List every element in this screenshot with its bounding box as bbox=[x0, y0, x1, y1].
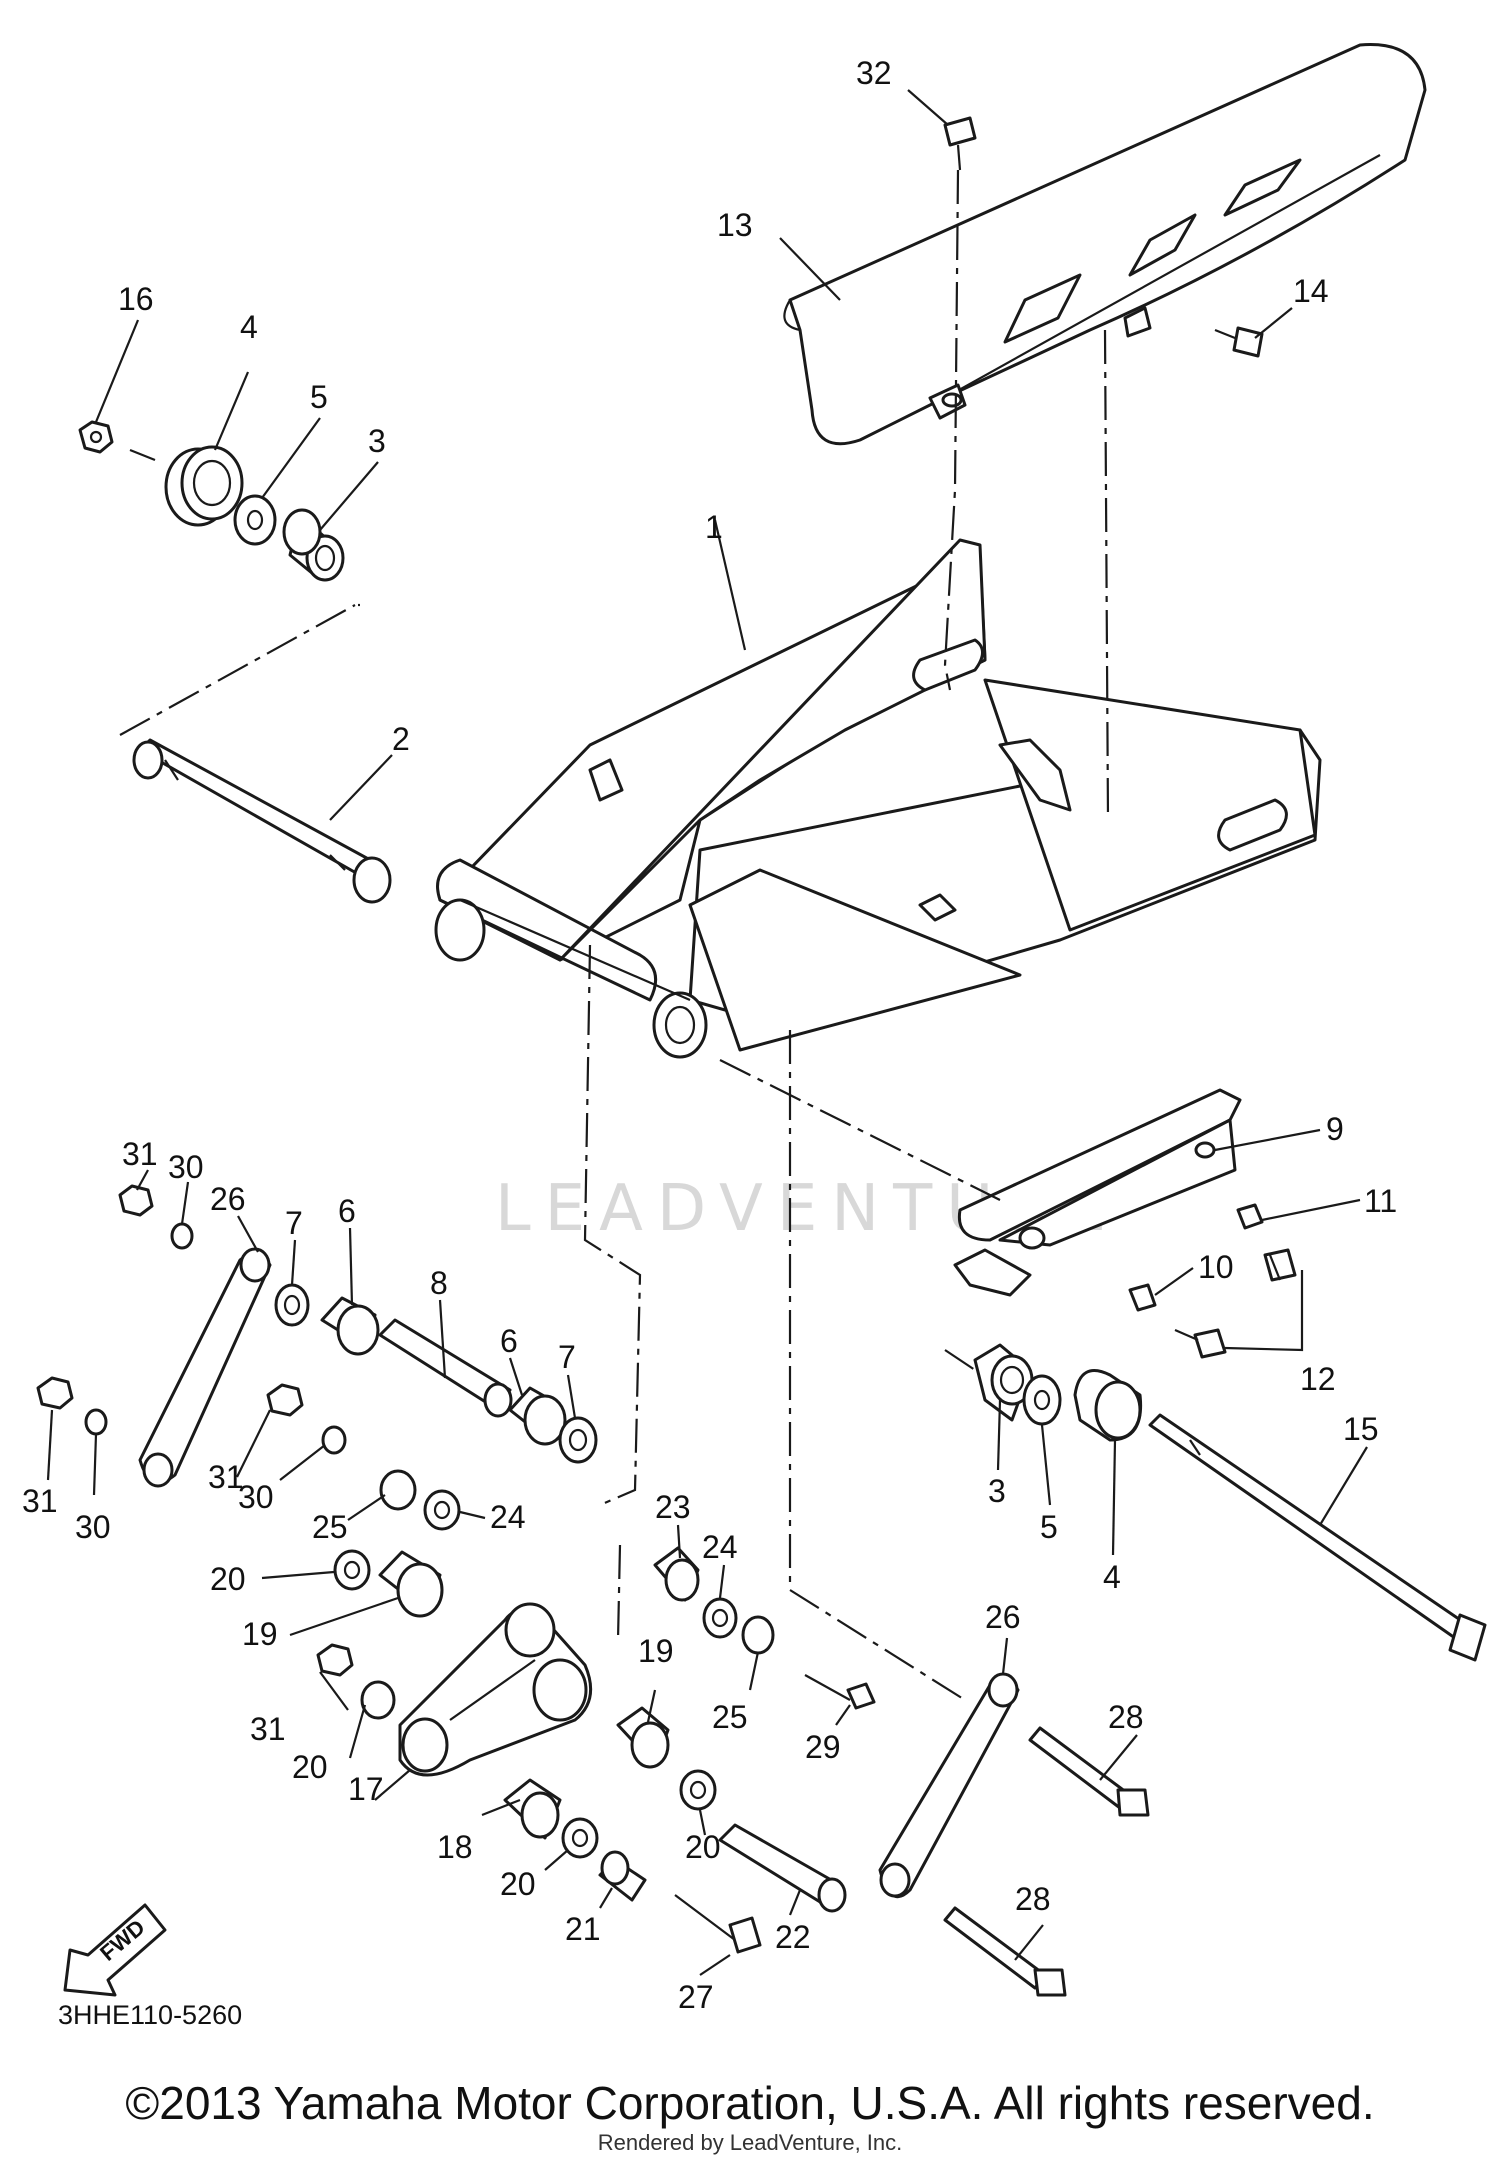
callout-8: 8 bbox=[430, 1265, 448, 1301]
callout-14: 14 bbox=[1293, 273, 1329, 309]
copyright-notice: ©2013 Yamaha Motor Corporation, U.S.A. A… bbox=[125, 2077, 1375, 2129]
part-code: 3HHE110-5260 bbox=[58, 2000, 242, 2030]
fwd-arrow-icon: FWD bbox=[63, 1903, 167, 1997]
chain-guard-part bbox=[783, 43, 1427, 446]
callout-11: 11 bbox=[1364, 1183, 1397, 1219]
callout-30-a: 30 bbox=[168, 1149, 204, 1185]
chain-support-part bbox=[953, 1088, 1242, 1297]
callout-32: 32 bbox=[856, 55, 892, 91]
leader-lines bbox=[46, 89, 1368, 1976]
callout-6-b: 6 bbox=[500, 1323, 518, 1359]
callout-28-b: 28 bbox=[1015, 1881, 1051, 1917]
callout-26-a: 26 bbox=[210, 1181, 246, 1217]
callout-3-b: 3 bbox=[988, 1473, 1006, 1509]
callout-28-a: 28 bbox=[1108, 1699, 1144, 1735]
callout-18: 18 bbox=[437, 1829, 473, 1865]
assembly-lines bbox=[119, 169, 1110, 1701]
callout-numbers: 32 13 14 16 4 5 3 1 2 9 11 10 12 31 30 2… bbox=[22, 55, 1397, 2015]
callout-6-a: 6 bbox=[338, 1193, 356, 1229]
callout-27: 27 bbox=[678, 1979, 714, 2015]
callout-22: 22 bbox=[775, 1919, 811, 1955]
pivot-parts-left bbox=[78, 420, 345, 582]
callout-10: 10 bbox=[1198, 1249, 1234, 1285]
support-bolts-part bbox=[1128, 1203, 1297, 1359]
callout-31-c: 31 bbox=[208, 1459, 244, 1495]
callout-31-a: 31 bbox=[122, 1136, 158, 1172]
callout-30-c: 30 bbox=[238, 1479, 274, 1515]
callout-4: 4 bbox=[240, 309, 258, 345]
callout-31-b: 31 bbox=[22, 1483, 58, 1519]
callout-19-b: 19 bbox=[638, 1633, 674, 1669]
callout-15: 15 bbox=[1343, 1411, 1379, 1447]
callout-5: 5 bbox=[310, 379, 328, 415]
rear-shaft-part bbox=[1148, 1413, 1487, 1662]
rendered-by-notice: Rendered by LeadVenture, Inc. bbox=[597, 2130, 903, 2155]
callout-20-a: 20 bbox=[210, 1561, 246, 1597]
callout-20-c: 20 bbox=[685, 1829, 721, 1865]
callout-12: 12 bbox=[1300, 1361, 1336, 1397]
pivot-parts-right bbox=[973, 1343, 1143, 1442]
callout-20-d: 20 bbox=[500, 1866, 536, 1902]
callout-5-b: 5 bbox=[1040, 1509, 1058, 1545]
callout-21: 21 bbox=[565, 1911, 601, 1947]
callout-30-b: 30 bbox=[75, 1509, 111, 1545]
linkage-parts bbox=[36, 1184, 1150, 1997]
callout-24-b: 24 bbox=[702, 1529, 738, 1565]
callout-24-a: 24 bbox=[490, 1499, 526, 1535]
callout-23: 23 bbox=[655, 1489, 691, 1525]
callout-31-d: 31 bbox=[250, 1711, 286, 1747]
callout-3: 3 bbox=[368, 423, 386, 459]
callout-16: 16 bbox=[118, 281, 154, 317]
callout-20-b: 20 bbox=[292, 1749, 328, 1785]
callout-4-b: 4 bbox=[1103, 1559, 1121, 1595]
callout-17: 17 bbox=[348, 1771, 384, 1807]
callout-1: 1 bbox=[705, 509, 723, 545]
callout-9: 9 bbox=[1326, 1111, 1344, 1147]
callout-25-a: 25 bbox=[312, 1509, 348, 1545]
callout-13: 13 bbox=[717, 207, 753, 243]
pivot-shaft-part bbox=[132, 738, 392, 904]
callout-19-a: 19 bbox=[242, 1616, 278, 1652]
bolt-32-part bbox=[943, 116, 977, 171]
callout-29: 29 bbox=[805, 1729, 841, 1765]
callout-26-b: 26 bbox=[985, 1599, 1021, 1635]
callout-25-b: 25 bbox=[712, 1699, 748, 1735]
callout-7-a: 7 bbox=[285, 1205, 303, 1241]
callout-2: 2 bbox=[392, 721, 410, 757]
bolt-14-part bbox=[1214, 326, 1264, 358]
rear-arm-part bbox=[434, 538, 1322, 1059]
callout-7-b: 7 bbox=[558, 1339, 576, 1375]
